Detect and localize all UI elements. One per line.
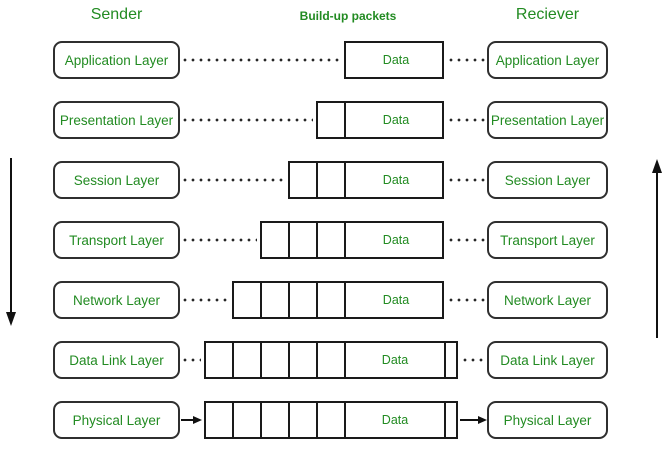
layer-box-receiver-data-link-layer: Data Link Layer <box>487 341 608 379</box>
packet-physical-layer: Data <box>204 401 458 439</box>
header-cell <box>262 343 290 377</box>
header-cell <box>318 223 346 257</box>
data-cell: Data <box>346 403 446 437</box>
layer-box-receiver-application-layer: Application Layer <box>487 41 608 79</box>
buildup-packets-title: Build-up packets <box>299 9 397 23</box>
dotted-connector-receiver-session-layer <box>447 178 486 182</box>
header-cell <box>290 163 318 197</box>
data-cell: Data <box>382 233 410 247</box>
packet-data-link-layer: Data <box>204 341 458 379</box>
data-cell: Data <box>382 53 410 67</box>
layer-box-sender-transport-layer: Transport Layer <box>53 221 180 259</box>
header-cell <box>318 403 346 437</box>
sender-flow-down-arrow <box>6 158 16 326</box>
sender-column-title: Sender <box>90 6 143 23</box>
header-cell <box>234 343 262 377</box>
layer-box-receiver-physical-layer: Physical Layer <box>487 401 608 439</box>
header-cell <box>318 163 346 197</box>
header-cell <box>206 343 234 377</box>
dotted-connector-sender-application-layer <box>181 58 341 62</box>
header-cell <box>234 283 262 317</box>
header-cell <box>290 343 318 377</box>
header-cell <box>290 403 318 437</box>
header-cell <box>318 283 346 317</box>
header-cell <box>290 283 318 317</box>
layer-box-receiver-session-layer: Session Layer <box>487 161 608 199</box>
packet-session-layer: Data <box>288 161 444 199</box>
dotted-connector-sender-presentation-layer <box>181 118 313 122</box>
header-cell <box>318 103 346 137</box>
header-cell <box>318 343 346 377</box>
packet-transport-layer: Data <box>260 221 444 259</box>
data-cell: Data <box>382 173 410 187</box>
header-cell <box>234 403 262 437</box>
layer-box-receiver-network-layer: Network Layer <box>487 281 608 319</box>
packet-presentation-layer: Data <box>316 101 444 139</box>
header-cell <box>262 403 290 437</box>
layer-box-sender-session-layer: Session Layer <box>53 161 180 199</box>
arrow-connector-sender-physical-layer <box>181 416 202 424</box>
layer-box-sender-physical-layer: Physical Layer <box>53 401 180 439</box>
dotted-connector-sender-session-layer <box>181 178 285 182</box>
layer-box-sender-application-layer: Application Layer <box>53 41 180 79</box>
dotted-connector-sender-network-layer <box>181 298 229 302</box>
header-cell <box>290 223 318 257</box>
header-cell <box>262 283 290 317</box>
receiver-column-title: Reciever <box>515 6 580 23</box>
data-cell: Data <box>346 343 446 377</box>
dotted-connector-sender-transport-layer <box>181 238 257 242</box>
layer-box-sender-presentation-layer: Presentation Layer <box>53 101 180 139</box>
dotted-connector-receiver-network-layer <box>447 298 486 302</box>
arrow-connector-receiver-physical-layer <box>460 416 487 424</box>
data-cell: Data <box>382 113 410 127</box>
trailer-cell <box>446 343 460 377</box>
layer-box-receiver-presentation-layer: Presentation Layer <box>487 101 608 139</box>
layer-box-receiver-transport-layer: Transport Layer <box>487 221 608 259</box>
receiver-flow-up-arrow <box>652 159 662 338</box>
layer-box-sender-data-link-layer: Data Link Layer <box>53 341 180 379</box>
header-cell <box>206 403 234 437</box>
layer-box-sender-network-layer: Network Layer <box>53 281 180 319</box>
dotted-connector-sender-data-link-layer <box>181 358 201 362</box>
dotted-connector-receiver-transport-layer <box>447 238 486 242</box>
packet-application-layer: Data <box>344 41 444 79</box>
header-cell <box>262 223 290 257</box>
data-cell: Data <box>382 293 410 307</box>
dotted-connector-receiver-application-layer <box>447 58 486 62</box>
dotted-connector-receiver-presentation-layer <box>447 118 486 122</box>
packet-network-layer: Data <box>232 281 444 319</box>
dotted-connector-receiver-data-link-layer <box>461 358 486 362</box>
trailer-cell <box>446 403 460 437</box>
